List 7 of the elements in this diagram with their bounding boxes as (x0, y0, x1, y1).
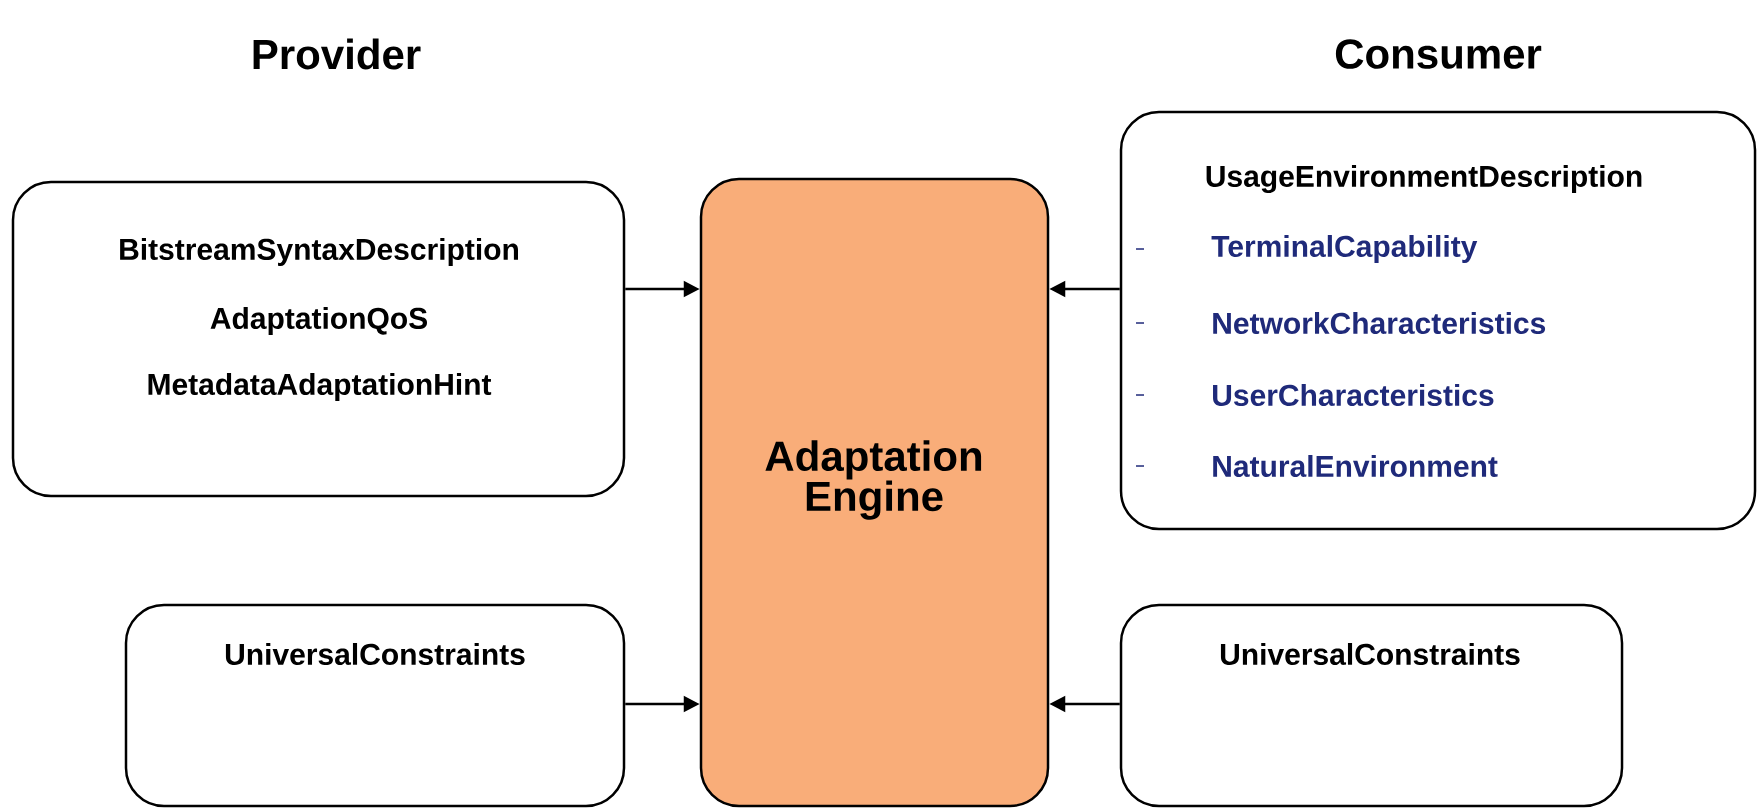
constraints-box: UniversalConstraints (1119, 603, 1624, 808)
heading: Provider (253, 38, 421, 70)
description-box: UsageEnvironmentDescription TerminalCapability NetworkCharacteristics UserCharacteristics NaturalEnvironment (1119, 110, 1757, 531)
constraints-box: UniversalConstraints (124, 603, 626, 808)
engine-box: Adaptation Engine (699, 177, 1050, 808)
description-box: BitstreamSyntaxDescription AdaptationQoS MetadataAdaptationHint (11, 180, 626, 498)
heading: Consumer (1335, 39, 1542, 69)
